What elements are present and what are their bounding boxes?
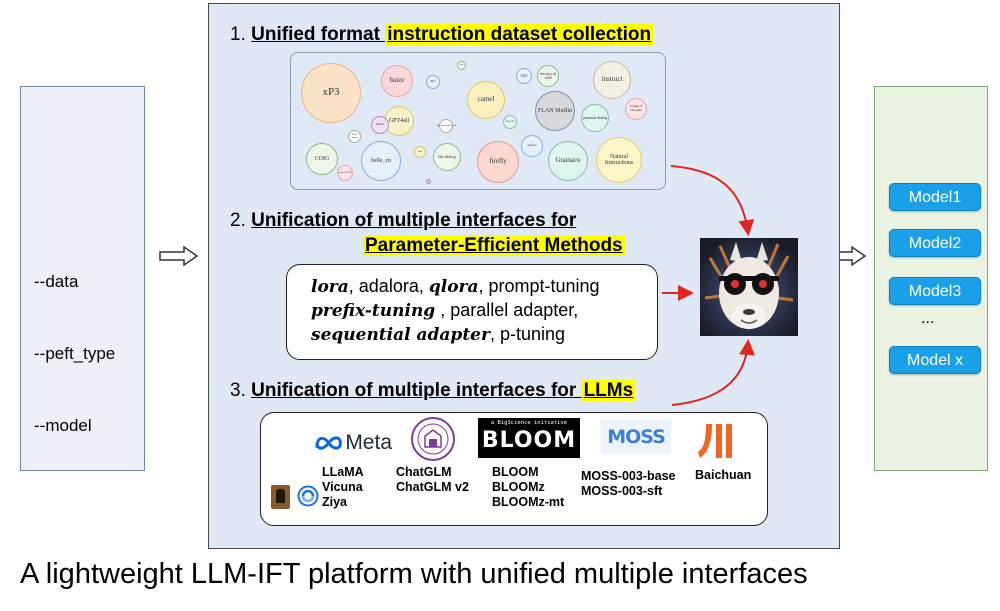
dataset-bubble: camel: [467, 81, 505, 119]
peft-method-sequential-adapter: sequential adapter: [311, 325, 490, 345]
model-button-3: Model3: [889, 277, 981, 305]
peft-method-text: , prompt-tuning: [478, 276, 600, 296]
moss-logo-text: MOSS: [607, 426, 666, 448]
peft-method-text: , p-tuning: [489, 324, 566, 344]
step-3-title: 3. Unification of multiple interfaces fo…: [230, 380, 636, 402]
dataset-bubble: instruct: [593, 61, 631, 99]
dataset-bubble: Jiao: [414, 146, 426, 158]
arg-data: --data: [34, 272, 79, 291]
step-2-highlight: Parameter-Efficient Methods: [363, 235, 625, 256]
step-1-number: 1.: [230, 24, 246, 45]
meta-logo-text: Meta: [345, 431, 392, 454]
chatglm-models: ChatGLM ChatGLM v2: [396, 465, 469, 494]
dataset-bubble: personal dialog: [581, 104, 609, 132]
dataset-bubble: baize: [381, 65, 413, 97]
dataset-bubble: BE3: [426, 75, 440, 89]
dataset-bubble: Chain of thought: [625, 98, 647, 120]
dataset-bubble: code: [457, 61, 466, 70]
peft-methods-box: [286, 264, 658, 360]
step-2-title-line2: Parameter-Efficient Methods: [363, 235, 625, 257]
peft-method-text: , adalora,: [348, 276, 429, 296]
arg-peft-type: --peft_type: [34, 344, 116, 363]
dataset-bubble: AlpacaDataCleaned: [436, 119, 456, 133]
step-1-text: Unified format: [251, 24, 386, 45]
baichuan-models: Baichuan: [695, 468, 752, 482]
bloom-caption: a BigScience initiative: [490, 420, 568, 426]
model-button-1: Model1: [889, 183, 981, 211]
dataset-bubble-cloud: xP3 baize BE3 code OIG instruct in wild …: [290, 52, 666, 190]
bloom-logo-text: BLOOM: [481, 428, 577, 453]
step-3-text: Unification of multiple interfaces for: [251, 380, 582, 401]
arg-model: --model: [34, 416, 92, 435]
step-1-title: 1. Unified format instruction dataset co…: [230, 24, 654, 46]
input-args: --data --peft_type --model: [34, 222, 115, 462]
dataset-bubble: GPT4all: [384, 106, 414, 136]
dataset-bubble: xP3: [301, 63, 361, 123]
step-3-highlight: LLMs: [581, 380, 636, 401]
moss-logo: MOSS: [601, 420, 671, 454]
dataset-bubble-dot: [426, 179, 431, 184]
dataset-bubble: lsh dialog: [433, 143, 461, 171]
input-panel: [20, 86, 145, 471]
arrow-datasets-to-mascot: [670, 165, 755, 236]
peft-method-prefix-tuning: prefix-tuning: [311, 301, 436, 321]
meta-infinity-icon: [315, 436, 342, 450]
bloom-models: BLOOM BLOOMz BLOOMz-mt: [492, 465, 565, 509]
dataset-bubble: FLAN Muffin: [535, 91, 575, 131]
meta-logo: Meta: [314, 428, 392, 458]
meta-models: LLaMA Vicuna Ziya: [322, 465, 364, 509]
step-3-number: 3.: [230, 380, 246, 401]
peft-method-text: , parallel adapter,: [435, 300, 579, 320]
models-ellipsis: ...: [921, 310, 935, 327]
baichuan-logo-icon: [694, 418, 740, 462]
step-2-title: 2. Unification of multiple interfaces fo…: [230, 210, 576, 232]
vicuna-logo-icon: [297, 485, 319, 507]
dataset-bubble: firefly: [477, 141, 519, 183]
peft-line-1: lora, adalora, qlora, prompt-tuning: [311, 276, 600, 297]
moss-models: MOSS-003-base MOSS-003-sft: [581, 469, 676, 498]
dataset-bubble: COIG: [306, 143, 338, 175]
hollow-arrow-left-icon: [159, 245, 199, 267]
dataset-bubble: Natural Instructions: [596, 137, 642, 183]
dataset-bubble: alpaca: [521, 135, 543, 157]
chatglm-logo-icon: [411, 417, 455, 461]
llama-mascot-icon: [700, 238, 798, 336]
bloom-logo: a BigScience initiative BLOOM: [478, 418, 580, 458]
step-2-text: Unification of multiple interfaces for: [251, 210, 577, 231]
model-button-2: Model2: [889, 229, 981, 257]
dataset-bubble: Code Alpaca: [348, 130, 361, 143]
dataset-bubble: belle_cn: [361, 141, 401, 181]
peft-method-qlora: qlora: [428, 277, 479, 297]
peft-line-2: prefix-tuning , parallel adapter,: [311, 300, 578, 321]
arrow-llms-to-mascot: [671, 339, 755, 406]
ziya-logo: [271, 485, 290, 509]
step-1-highlight: instruction dataset collection: [385, 24, 654, 45]
step-2-number: 2.: [230, 210, 246, 231]
dataset-bubble: OIG: [516, 68, 532, 84]
figure-caption: A lightweight LLM-IFT platform with unif…: [20, 558, 808, 590]
peft-line-3: sequential adapter, p-tuning: [311, 324, 565, 345]
model-button-x: Model x: [889, 346, 981, 374]
dataset-bubble: instruct in wild: [537, 65, 559, 87]
dataset-bubble: Guanaco: [548, 141, 588, 181]
peft-method-lora: lora: [311, 277, 349, 297]
dataset-bubble: alpaca GPT4: [337, 165, 353, 181]
llama-mascot-image: [700, 238, 798, 336]
dataset-bubble: finance: [371, 116, 389, 134]
dataset-bubble: WebGPT: [503, 115, 517, 129]
